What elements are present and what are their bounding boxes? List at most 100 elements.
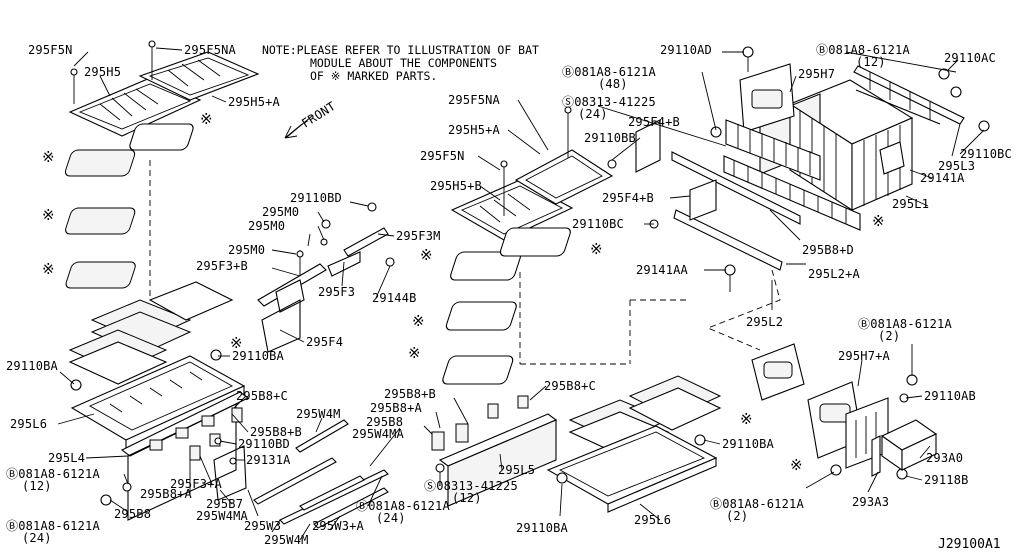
asterisk-mark: ※ — [42, 260, 55, 278]
label-295w4ma: 295W4MA — [196, 509, 249, 523]
label-295l1: 295L1 — [892, 197, 929, 211]
label-29144b: 29144B — [372, 291, 417, 305]
asterisk-mark: ※ — [412, 312, 425, 330]
label-295m0: 295M0 — [248, 219, 285, 233]
label-295w4m: 295W4M — [296, 407, 341, 421]
asterisk-mark: ※ — [42, 148, 55, 166]
asterisk-mark: ※ — [200, 110, 213, 128]
label-081a8-6121a: Ⓑ081A8-6121A — [356, 499, 450, 513]
asterisk-mark: ※ — [872, 212, 885, 230]
rail-295l2 — [607, 119, 801, 351]
label-295f4-b: 295F4+B — [628, 115, 680, 129]
label-295h7-a: 295H7+A — [838, 349, 891, 363]
rail-295l5 — [431, 395, 558, 507]
asterisk-mark: ※ — [740, 410, 753, 428]
label-295w3-a: 295W3+A — [312, 519, 365, 533]
label-081a8-6121a: Ⓑ081A8-6121A — [710, 497, 804, 511]
label-295l2: 295L2 — [746, 315, 783, 329]
label-295w4ma: 295W4MA — [352, 427, 405, 441]
label-29110bb: 29110BB — [584, 131, 636, 145]
label-081a8-6121a: Ⓑ081A8-6121A — [562, 65, 656, 79]
rail-295l4 — [120, 391, 250, 521]
label-295b8-c: 295B8+C — [236, 389, 288, 403]
note-block: NOTE:PLEASE REFER TO ILLUSTRATION OF BAT… — [262, 43, 539, 83]
asterisk-mark: ※ — [42, 206, 55, 224]
label-295b8-d: 295B8+D — [802, 243, 854, 257]
label-295l5: 295L5 — [498, 463, 535, 477]
asterisk-mark: ※ — [230, 334, 243, 352]
label-qty: (2) — [878, 329, 900, 343]
label-295f3-b: 295F3+B — [196, 259, 248, 273]
spacer-295b8d — [723, 155, 861, 231]
label-29110ab: 29110AB — [924, 389, 976, 403]
label-29141aa: 29141AA — [636, 263, 689, 277]
label-081a8-6121a: Ⓑ081A8-6121A — [6, 467, 100, 481]
label-295f3-a: 295F3+A — [170, 477, 223, 491]
label-29131a: 29131A — [246, 453, 291, 467]
label-295l4: 295L4 — [48, 451, 85, 465]
label-295l3: 295L3 — [938, 159, 975, 173]
label-295b8: 295B8 — [114, 507, 151, 521]
battery-stack-lower-left: ※ — [68, 281, 243, 385]
label-295l2-a: 295L2+A — [808, 267, 861, 281]
asterisk-mark: ※ — [590, 240, 603, 258]
busbar-group — [213, 419, 389, 529]
grid-block — [725, 119, 821, 181]
label-295h5: 295H5 — [84, 65, 121, 79]
label-295h7: 295H7 — [798, 67, 835, 81]
frame-295h5-left — [68, 51, 260, 137]
bolt-295f5n-left — [70, 68, 78, 104]
label-295b8-a: 295B8+A — [140, 487, 193, 501]
label-081a8-6121a: Ⓑ081A8-6121A — [858, 317, 952, 331]
label-295l6: 295L6 — [10, 417, 47, 431]
label-qty: (2) — [726, 509, 748, 523]
label-qty: (12) — [22, 479, 52, 493]
label-295b7: 295B7 — [206, 497, 243, 511]
label-293a3: 293A3 — [852, 495, 889, 509]
label-295w4m: 295W4M — [264, 533, 309, 547]
label-295f4-b: 295F4+B — [602, 191, 654, 205]
label-295b8: 295B8 — [366, 415, 403, 429]
label-08313-41225: Ⓢ08313-41225 — [562, 95, 656, 109]
frame-295h5-center — [450, 106, 614, 241]
label-295w3: 295W3 — [244, 519, 281, 533]
label-29110ba: 29110BA — [722, 437, 775, 451]
leader-lines — [57, 47, 985, 541]
label-29118b: 29118B — [924, 473, 969, 487]
battery-stack-lower-right — [546, 375, 722, 513]
label-295f5n: 295F5N — [420, 149, 465, 163]
label-295h5-a: 295H5+A — [448, 123, 501, 137]
label-29110ba: 29110BA — [516, 521, 569, 535]
cover-295h7 — [739, 46, 795, 133]
label-qty: (24) — [578, 107, 608, 121]
label-295f3m: 295F3M — [396, 229, 441, 243]
label-295h5-b: 295H5+B — [430, 179, 482, 193]
label-08313-41225: Ⓢ08313-41225 — [424, 479, 518, 493]
module-stack-left: ※ ※ ※ ※ — [42, 110, 213, 300]
label-29110bc: 29110BC — [960, 147, 1012, 161]
module-cover-mid: ※ — [740, 343, 805, 428]
label-295f5na: 295F5NA — [448, 93, 501, 107]
label-295b8-c: 295B8+C — [544, 379, 596, 393]
label-295l6: 295L6 — [634, 513, 671, 527]
label-qty: (48) — [598, 77, 628, 91]
label-29110ad: 29110AD — [660, 43, 712, 57]
front-arrow: FRONT — [284, 99, 338, 139]
asterisk-mark: ※ — [420, 246, 433, 264]
component-293a0 — [880, 419, 938, 472]
label-295b8-b: 295B8+B — [250, 425, 302, 439]
label-qty: (24) — [22, 531, 52, 545]
label-293a0: 293A0 — [926, 451, 963, 465]
label-qty: (12) — [452, 491, 482, 505]
label-qty: (12) — [856, 55, 886, 69]
label-qty: (24) — [376, 511, 406, 525]
label-29141a: 29141A — [920, 171, 965, 185]
bolt-295f5na-left — [148, 40, 156, 80]
label-295f5na: 295F5NA — [184, 43, 237, 57]
label-29110bd: 29110BD — [238, 437, 290, 451]
label-081a8-6121a: Ⓑ081A8-6121A — [6, 519, 100, 533]
bracket-295b8-group-left — [70, 349, 243, 506]
label-295h5-a: 295H5+A — [228, 95, 281, 109]
label-29110ac: 29110AC — [944, 51, 996, 65]
